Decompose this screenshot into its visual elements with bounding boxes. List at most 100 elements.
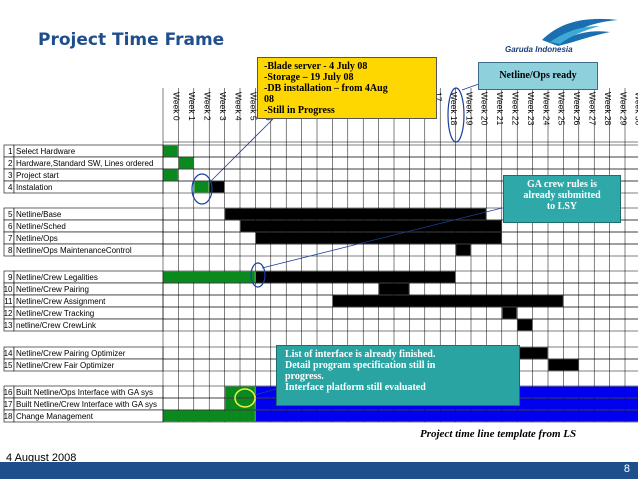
note-line: -DB installation – from 4Aug — [264, 83, 388, 94]
task-number: 13 — [4, 321, 13, 330]
task-number: 2 — [8, 159, 13, 168]
task-name: Netline/Base — [16, 210, 62, 219]
week-header-label: Week 25 — [557, 92, 567, 126]
task-bar — [225, 386, 255, 398]
task-number: 5 — [8, 210, 13, 219]
task-name: Netline/Crew Tracking — [16, 309, 94, 318]
task-name: Instalation — [16, 183, 52, 192]
task-name: Netline/Sched — [16, 222, 66, 231]
note-line: -Still in Progress — [264, 105, 335, 116]
task-bar — [502, 307, 517, 319]
task-number: 3 — [8, 171, 13, 180]
task-bar — [163, 271, 255, 283]
week-header-label: Week 18 — [449, 92, 459, 126]
note-line: Detail program specification still in — [285, 360, 436, 371]
note-line: List of interface is already finished. — [285, 349, 436, 360]
note-line: -Storage – 19 July 08 — [264, 72, 354, 83]
task-bar — [178, 157, 194, 169]
task-number: 12 — [4, 309, 13, 318]
task-number: 11 — [4, 297, 13, 306]
week-header-label: 17 — [434, 92, 444, 102]
task-name: Netline/Crew Pairing — [16, 285, 89, 294]
task-bar — [379, 283, 409, 295]
task-bar — [225, 398, 255, 410]
highlight-circle — [234, 388, 256, 408]
task-name: Netline/Ops MaintenanceControl — [16, 246, 132, 255]
task-bar — [255, 232, 502, 244]
task-number: 10 — [4, 285, 13, 294]
task-number: 4 — [8, 183, 13, 192]
week-header-label: Week 22 — [511, 92, 521, 126]
task-name: Netline/Crew Pairing Optimizer — [16, 349, 126, 358]
note-line: to LSY — [546, 201, 578, 212]
note-line: 08 — [264, 94, 274, 105]
task-number: 18 — [4, 412, 13, 421]
task-number: 15 — [4, 361, 13, 370]
week-header-label: Week 26 — [572, 92, 582, 126]
week-header-label: Week 24 — [541, 92, 551, 126]
template-source-note: Project time line template from LS — [420, 428, 577, 440]
week-header-label: Week 27 — [588, 92, 598, 126]
task-name: Built Netline/Crew Interface with GA sys — [16, 400, 157, 409]
task-bar — [163, 169, 178, 181]
task-bar — [255, 271, 456, 283]
task-name: netline/Crew CrewLink — [16, 321, 97, 330]
week-header-label: Week 21 — [495, 92, 505, 126]
note-line: already submitted — [523, 190, 601, 201]
week-header-label: Week 29 — [618, 92, 628, 126]
note-line: GA crew rules is — [526, 179, 598, 190]
highlight-circle — [447, 87, 465, 143]
week-header-label: Week 4 — [233, 92, 243, 121]
footer-bar — [0, 462, 638, 479]
note-ga-crew-rules: GA crew rules is already submitted to LS… — [503, 175, 621, 223]
week-header-label: Week 19 — [464, 92, 474, 126]
page-number: 8 — [623, 463, 630, 475]
task-name: Netline/Crew Assignment — [16, 297, 106, 306]
task-name: Netline/Crew Fair Optimizer — [16, 361, 115, 370]
task-name: Project start — [16, 171, 59, 180]
note-interface-status: List of interface is already finished. D… — [276, 345, 520, 406]
task-number: 8 — [8, 246, 13, 255]
page-title: Project Time Frame — [38, 30, 225, 50]
task-number: 7 — [8, 234, 13, 243]
task-number: 6 — [8, 222, 13, 231]
task-number: 9 — [8, 273, 13, 282]
task-number: 1 — [8, 147, 13, 156]
note-infrastructure-status: -Blade server - 4 July 08 -Storage – 19 … — [257, 57, 437, 119]
note-line: progress. — [285, 371, 324, 382]
task-name: Netline/Ops — [16, 234, 58, 243]
garuda-logo-icon — [542, 18, 618, 46]
task-bar — [163, 410, 255, 422]
task-name: Change Management — [16, 412, 94, 421]
slide-date: 4 August 2008 — [6, 452, 77, 464]
week-header-label: Week 5 — [249, 92, 259, 121]
week-header-label: Week 0 — [172, 92, 182, 121]
note-line: Interface platform still evaluated — [285, 382, 426, 393]
task-number: 17 — [4, 400, 13, 409]
task-bar — [194, 181, 209, 193]
task-bar — [517, 347, 548, 359]
task-bar — [456, 244, 471, 256]
task-name: Hardware,Standard SW, Lines ordered — [16, 159, 153, 168]
week-header-label: Week 3 — [218, 92, 228, 121]
task-name: Select Hardware — [16, 147, 76, 156]
task-name: Netline/Crew Legalities — [16, 273, 98, 282]
note-line: -Blade server - 4 July 08 — [264, 61, 368, 72]
note-netline-ops-ready: Netline/Ops ready — [478, 62, 598, 90]
task-bar — [548, 359, 579, 371]
week-header-label: Week 2 — [203, 92, 213, 121]
highlight-circle — [191, 173, 213, 205]
task-bar — [255, 410, 638, 422]
week-header-label: Week 20 — [480, 92, 490, 126]
task-bar — [517, 319, 533, 331]
highlight-circle — [250, 262, 266, 288]
week-header-label: Week 28 — [603, 92, 613, 126]
task-bar — [225, 208, 486, 220]
week-header-label: Week 30 — [634, 92, 638, 126]
task-bar — [332, 295, 563, 307]
task-number: 16 — [4, 388, 13, 397]
task-number: 14 — [4, 349, 13, 358]
task-name: Built Netline/Ops Interface with GA sys — [16, 388, 153, 397]
logo-text: Garuda Indonesia — [505, 45, 573, 54]
